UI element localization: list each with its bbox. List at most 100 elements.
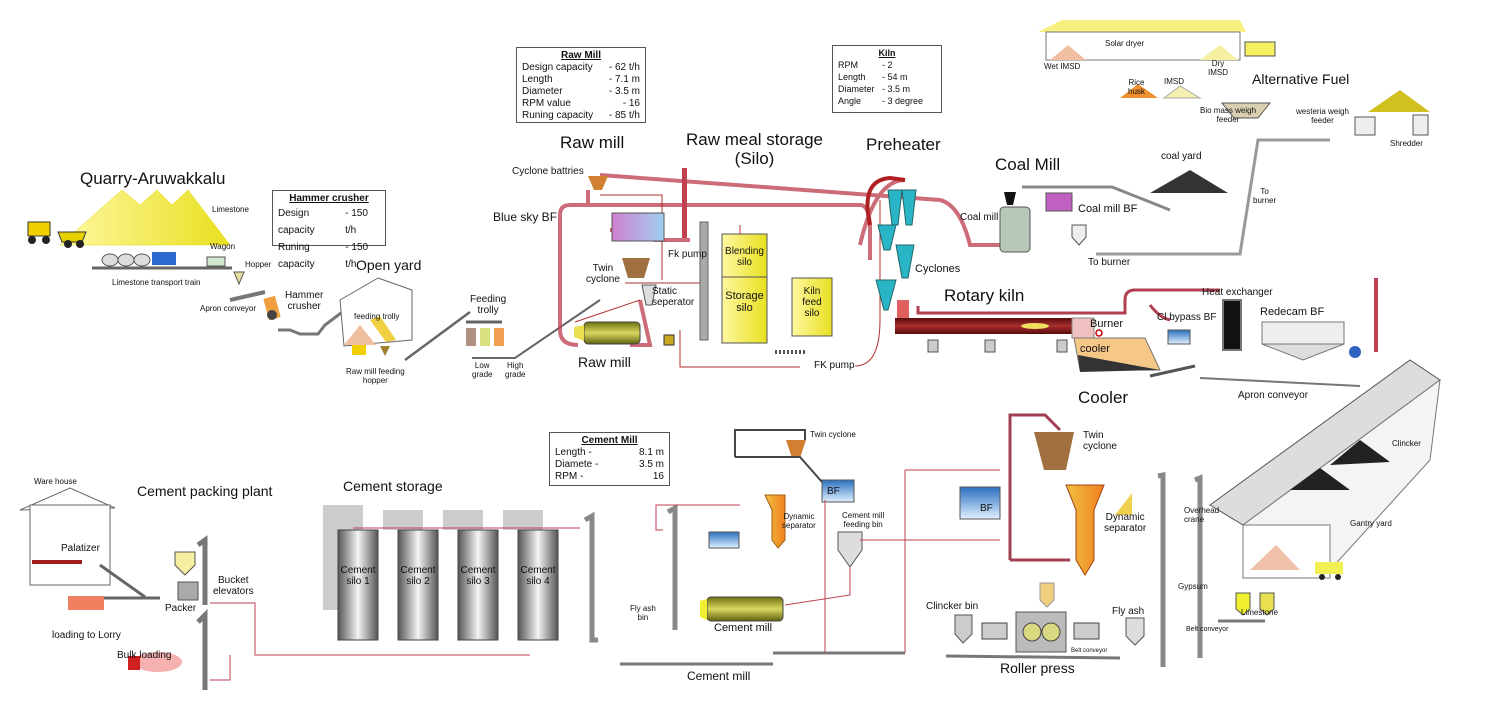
coal-yard-label: coal yard [1161,151,1202,162]
row-label: Length [522,74,553,85]
bio-mass-hopper [1220,102,1272,119]
heat-exchanger-icon [1222,299,1242,351]
label-line: hopper [362,375,388,385]
coal-mill-bf-icon [1045,192,1073,212]
dump-truck-icon [1244,41,1276,57]
static-separator-icon [641,284,657,306]
row-label: Length - [555,447,592,458]
label-line: Hammer [285,290,324,301]
ware-house [19,487,116,586]
roller-belt-conveyor [945,654,1121,660]
gantry-truck-icon [1315,562,1343,580]
label-line: Dry [1211,59,1225,68]
chimney [682,168,687,238]
roller-feed-bin [1039,582,1055,608]
limestone-bin-icon [1259,592,1275,616]
hammer-crusher-icon [263,295,281,321]
row-value: - 7.1 m [608,74,640,85]
label-line: crusher [287,301,321,312]
hopper-label: Hopper [245,260,272,269]
dynamic-separator-roller-icon [1065,484,1105,576]
cl-bypass-bf-label: Cl bypass BF [1157,312,1217,323]
alt-fuel-conveyor [1096,138,1330,256]
apron-conveyor-kiln-label: Apron conveyor [1238,390,1309,401]
label-line: silo 3 [466,576,490,587]
row-value: - 54 m [882,72,908,82]
quarry-title: Quarry-Aruwakkalu [80,169,226,188]
fk-pump-label: Fk pump [668,249,707,260]
gypsum-bin-icon [1235,592,1251,616]
solar-dryer-label: Solar dryer [1105,39,1145,48]
bucket-elevator-bulk [196,608,208,690]
label-line: Cement [520,565,556,576]
label-line: cyclone [586,274,620,285]
twin-cyclone-cement-label: Twin cyclone [810,430,856,439]
apron-conveyor [229,290,266,302]
raw-mill-title: Raw mill [560,133,625,152]
row-value: 8.1 m [638,447,664,458]
label-line: High [507,361,524,370]
label-line: crane [1184,514,1205,524]
kiln-feed-silo [791,277,833,337]
box-title: Raw Mill [560,50,601,61]
feeding-trolly-small-label: feeding trolly [354,312,400,321]
preheater-title: Preheater [866,135,941,154]
label-line: Raw meal storage [686,130,824,149]
twin-cyclone-icon [622,258,650,278]
raw-mill-lines [574,194,881,368]
burner-label: Burner [1090,318,1124,330]
roller-belt-conveyor-label: Belt conveyor [1071,648,1108,654]
label-line: Twin [592,263,614,274]
gypsum-label: Gypsum [1178,582,1208,591]
cement-distribution-line [210,602,530,681]
bulk-lorry-icon [128,652,182,672]
rotary-kiln [895,300,1095,353]
cement-mill-label: Cement mill [714,622,773,634]
blue-sky-bf-icon [611,212,665,242]
label-line: grade [505,369,526,379]
bucket-elevator-packing [196,535,208,605]
label-line: elevators [213,586,254,597]
redecam-bf-label: Redecam BF [1260,306,1325,318]
cooler-conveyor [1149,364,1196,378]
label-line: bin [637,612,649,622]
gantry-yard-shed [1209,359,1441,579]
label-line: Low [474,361,490,370]
solar-dryer-shed [1038,20,1246,61]
row-label: Runing capacity [278,242,315,270]
label-line: Bio mass weigh [1200,106,1257,115]
label-line: silo 4 [526,576,550,587]
box-title: Hammer crusher [289,193,369,204]
ware-house-label: Ware house [34,477,77,486]
row-value: 16 [652,471,664,482]
label-line: Raw mill feeding [346,367,405,376]
hammer-crusher-info-box: Hammer crusher Design capacity- 150 t/h … [272,190,386,270]
cement-mill-info-box: Cement Mill Length -8.1 m Diamete -3.5 m… [549,432,670,486]
to-burner-label: To burner [1088,257,1131,268]
label-line: Feeding [470,294,507,305]
label-line: silo 1 [346,576,370,587]
row-value: - 85 t/h [608,110,640,121]
shredder-drum-icon [1412,114,1429,136]
cement-mill-bf-icon [708,531,740,549]
cement-mill-elevator-2 [666,503,678,630]
label-line: Bucket [218,575,249,586]
label-line: (Silo) [734,148,775,168]
alternative-fuel-title: Alternative Fuel [1252,71,1350,87]
label-line: feeder [1311,115,1334,125]
stair-icon [1115,493,1132,515]
raw-mill-drum [574,321,641,345]
clincker-bin-label: Clincker bin [926,601,979,612]
cement-mill-feeding-bin [837,531,863,568]
